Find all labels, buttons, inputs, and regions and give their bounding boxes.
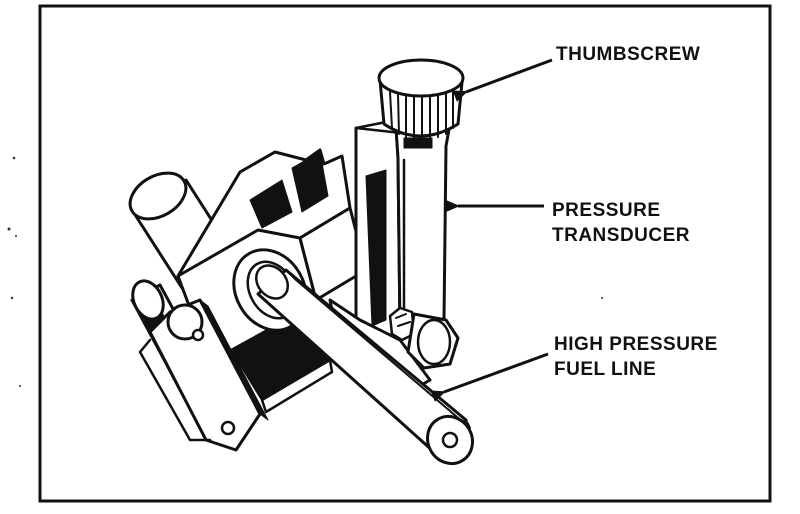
diagram-frame xyxy=(38,4,772,503)
link-plate xyxy=(138,298,269,452)
label-thumbscrew: THUMBSCREW xyxy=(556,44,701,65)
label-pressure-transducer-line1: PRESSURE xyxy=(552,200,661,221)
hex-bolt xyxy=(388,306,460,370)
leader-arrows xyxy=(430,58,553,402)
arrow-fuel-line xyxy=(430,352,549,402)
clamp-assembly xyxy=(128,58,475,466)
scan-specks xyxy=(7,156,603,387)
label-pressure-transducer-line2: TRANSDUCER xyxy=(552,225,690,246)
thumbscrew-knob xyxy=(377,58,465,149)
label-fuel-line-line2: FUEL LINE xyxy=(554,359,657,380)
fuel-line-tube xyxy=(254,264,475,466)
arrow-thumbscrew xyxy=(452,58,553,102)
label-fuel-line-line1: HIGH PRESSURE xyxy=(554,334,718,355)
